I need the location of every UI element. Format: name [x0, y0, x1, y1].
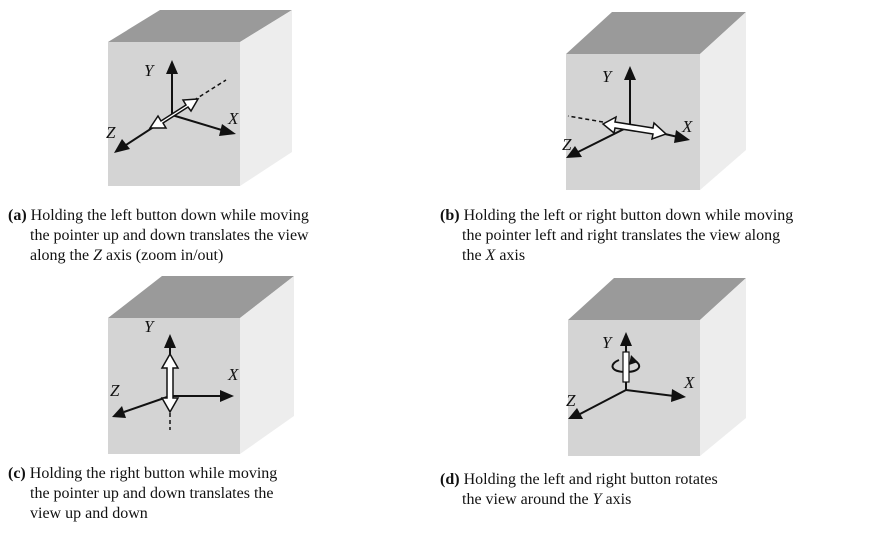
cube-front — [108, 318, 240, 454]
z-arrowhead — [114, 139, 130, 153]
z-label: Z — [566, 391, 576, 410]
rotation-arrow-icon — [611, 351, 641, 383]
caption-tag: (b) — [440, 207, 460, 224]
caption-line: axis (zoom in/out) — [102, 247, 224, 264]
cube-top — [568, 278, 746, 320]
caption-line: Holding the left and right button rotate… — [463, 471, 718, 488]
caption-italic: Y — [592, 491, 602, 508]
x-arrowhead — [220, 390, 234, 402]
panel-b: Y X Z (b) Holding the left or right butt… — [438, 0, 876, 268]
y-label: Y — [144, 317, 155, 336]
cube-side — [700, 12, 746, 190]
caption-a: (a) Holding the left button down while m… — [8, 206, 309, 266]
cube-top — [108, 10, 292, 42]
caption-d: (d) Holding the left and right button ro… — [440, 470, 718, 510]
z-arrowhead — [568, 408, 583, 419]
caption-tag: (c) — [8, 465, 26, 482]
cube-side — [700, 278, 746, 456]
z-arrowhead — [566, 146, 582, 158]
caption-line: Holding the left button down while movin… — [30, 207, 309, 224]
x-axis — [625, 389, 675, 397]
cube-top — [566, 12, 746, 54]
caption-line: axis — [495, 247, 526, 264]
y-label: Y — [602, 333, 613, 352]
diagram-rotate-y: Y X Z — [566, 278, 746, 456]
x-dash — [567, 115, 604, 123]
y-label: Y — [144, 61, 155, 80]
cube-front — [566, 54, 700, 190]
caption-c: (c) Holding the right button while movin… — [8, 464, 277, 524]
caption-tag: (a) — [8, 207, 27, 224]
diagram-translate-x: Y X Z — [562, 12, 746, 190]
caption-line: Holding the left or right button down wh… — [463, 207, 794, 224]
x-label: X — [683, 373, 695, 392]
z-label: Z — [110, 381, 120, 400]
x-label: X — [227, 109, 239, 128]
x-axis — [171, 114, 226, 132]
cube-front — [568, 320, 700, 456]
z-label: Z — [106, 123, 116, 142]
caption-line: Holding the right button while moving — [29, 465, 278, 482]
x-arrowhead — [671, 389, 686, 402]
z-axis — [577, 125, 631, 153]
double-arrow-z — [148, 98, 200, 129]
x-arrowhead — [674, 130, 690, 143]
z-axis — [579, 389, 627, 415]
caption-line: the pointer left and right translates th… — [462, 227, 781, 244]
y-arrowhead — [624, 66, 636, 80]
z-label: Z — [562, 135, 572, 154]
caption-b: (b) Holding the left or right button dow… — [440, 206, 793, 266]
caption-line: along the — [30, 247, 94, 264]
panel-d: Y X Z (d) Holding the left and right but… — [438, 268, 876, 535]
diagram-zoom-z: Y X Z — [106, 10, 292, 186]
x-arrowhead — [219, 124, 236, 136]
diagram-translate-y: Y X Z — [108, 276, 294, 454]
caption-tag: (d) — [440, 471, 460, 488]
y-label: Y — [602, 67, 613, 86]
y-arrowhead — [620, 332, 632, 346]
caption-italic: X — [485, 247, 496, 264]
caption-italic: Z — [93, 247, 102, 264]
caption-line: axis — [601, 491, 632, 508]
caption-line: the — [462, 247, 486, 264]
cube-side — [240, 10, 292, 186]
double-arrow-y — [160, 352, 180, 414]
cube-top — [108, 276, 294, 318]
caption-line: the view around the — [462, 491, 593, 508]
x-label: X — [681, 117, 693, 136]
cube-side — [240, 276, 294, 454]
y-arrowhead — [166, 60, 178, 74]
caption-line: the pointer up and down translates the v… — [30, 227, 309, 244]
caption-line: the pointer up and down translates the — [30, 485, 274, 502]
panel-a: Y X Z (a) Holding the left button down w… — [0, 0, 438, 268]
caption-line: view up and down — [30, 505, 148, 522]
double-arrow-x — [601, 115, 668, 141]
y-arrowhead — [164, 334, 176, 348]
z-arrowhead — [112, 406, 126, 418]
panel-c: Y X Z (c) Holding the right button while… — [0, 268, 438, 535]
x-label: X — [227, 365, 239, 384]
